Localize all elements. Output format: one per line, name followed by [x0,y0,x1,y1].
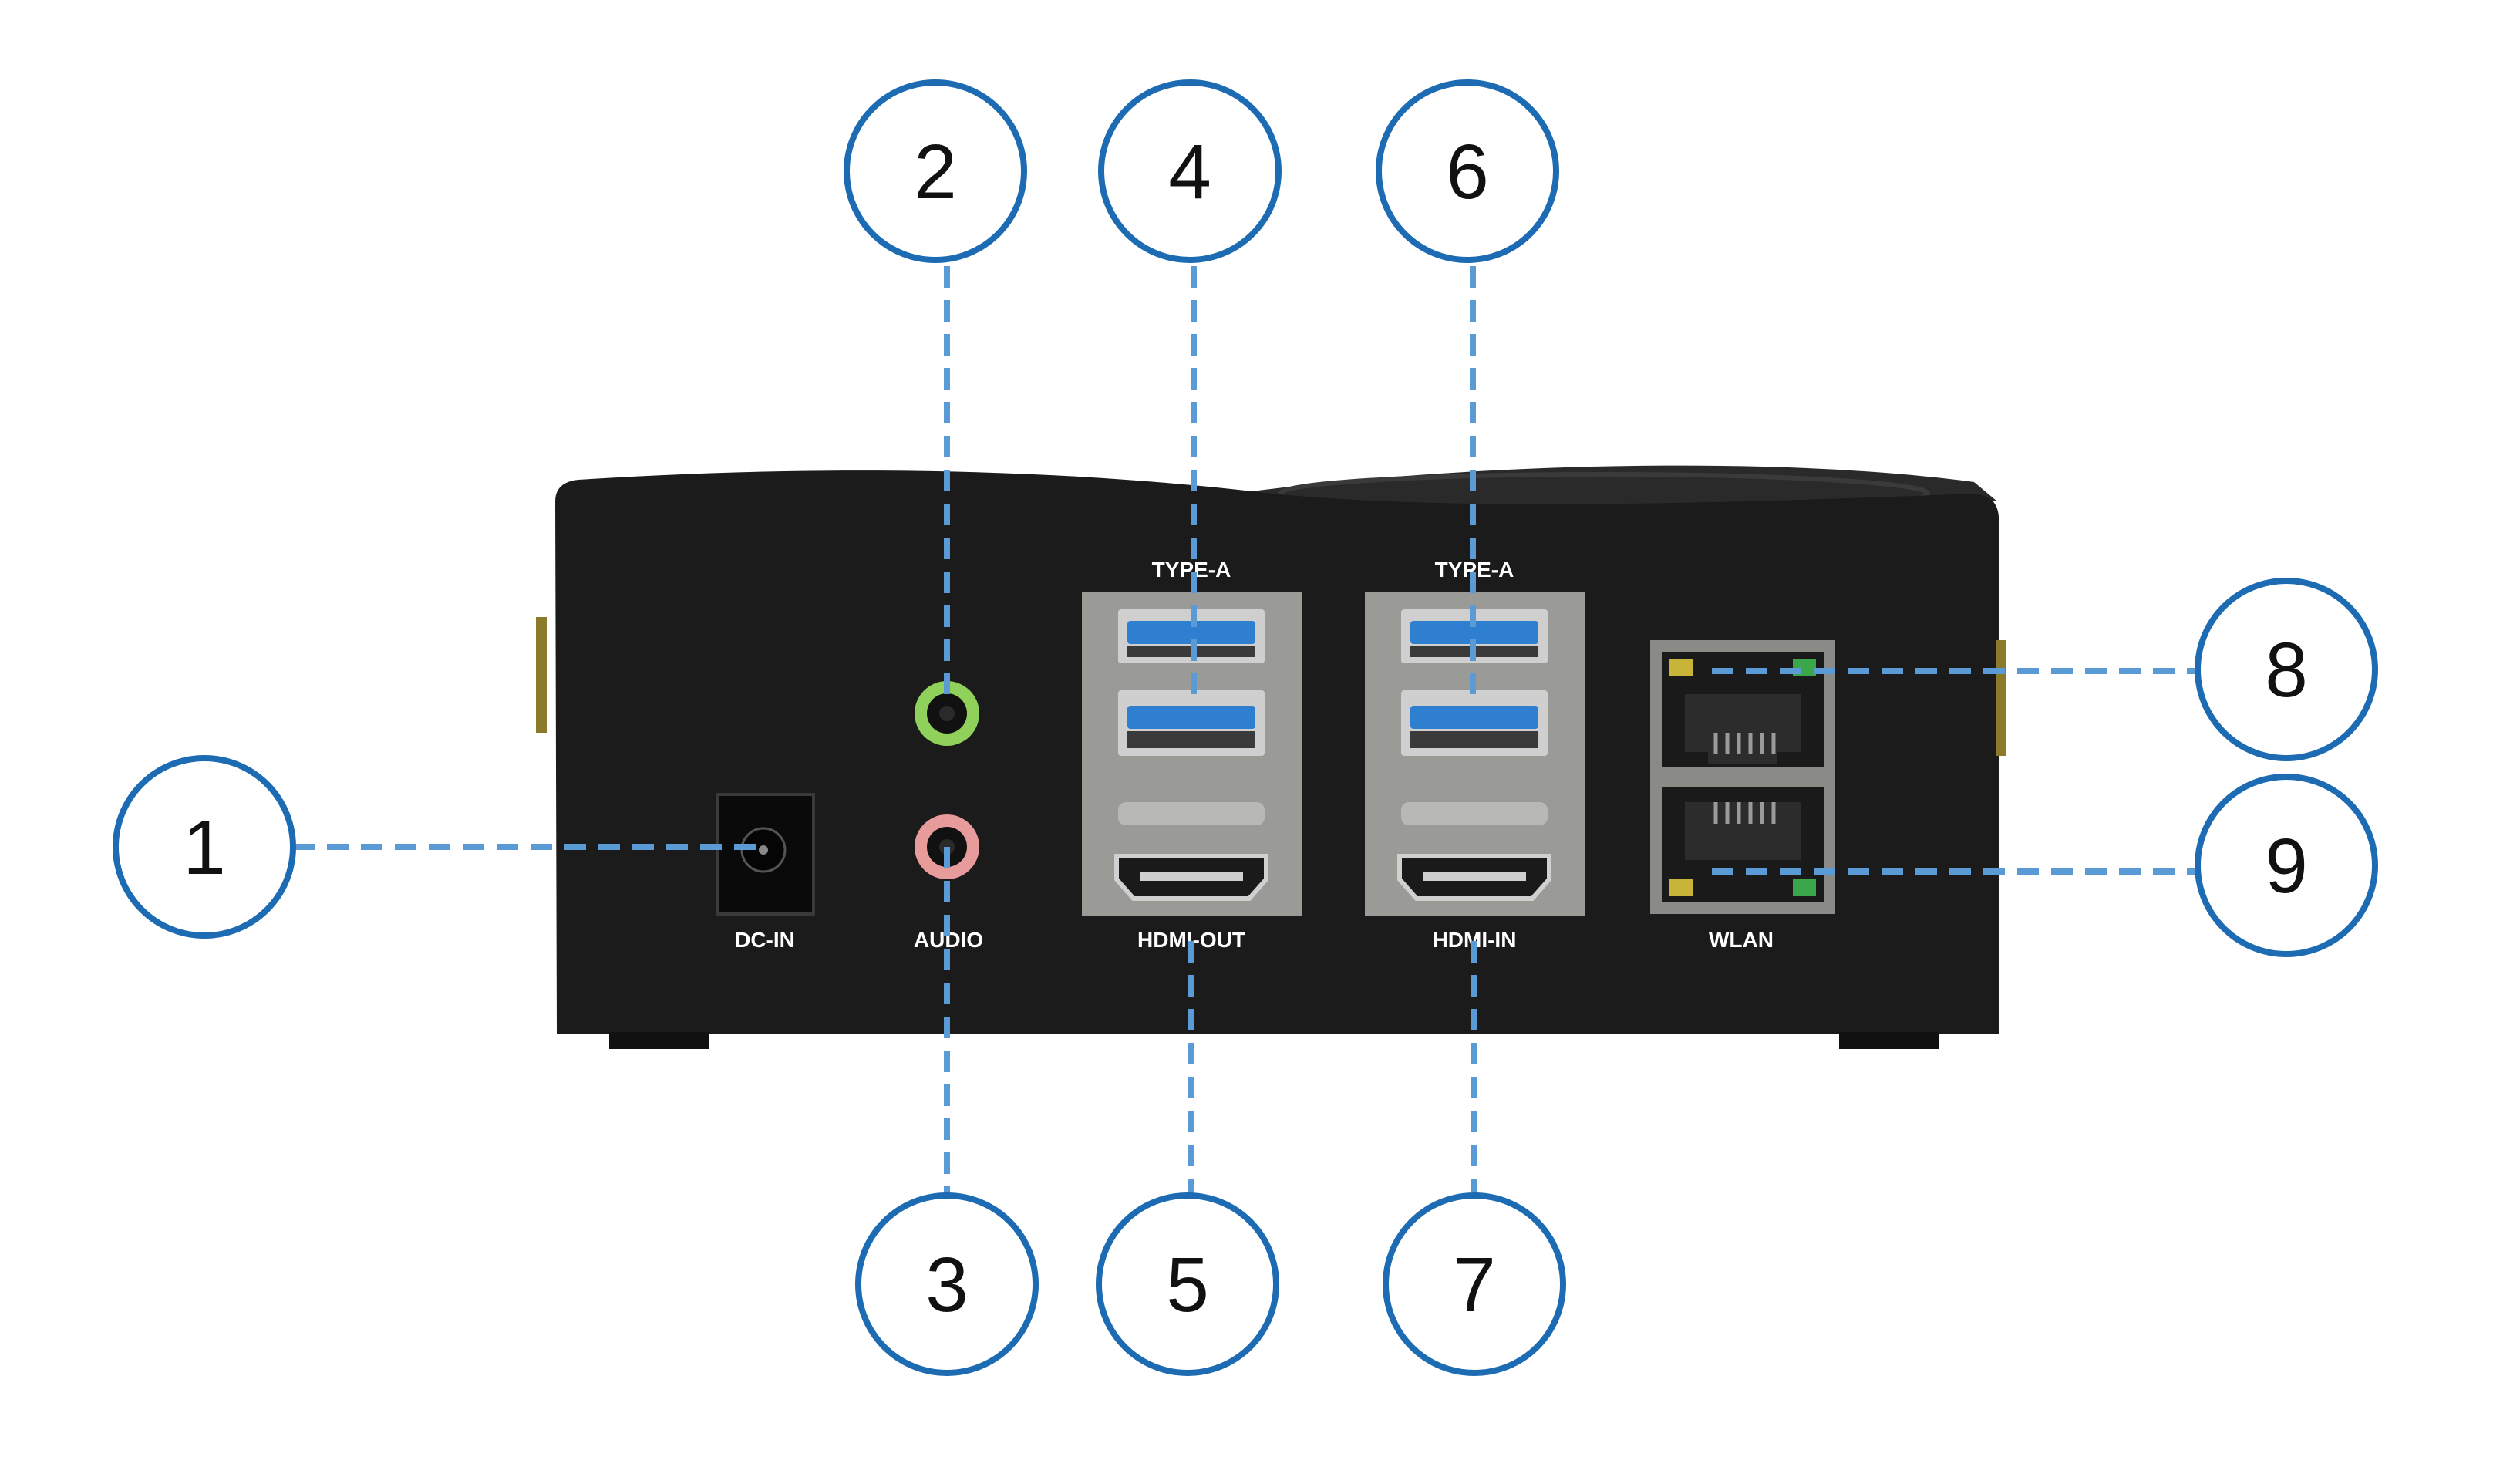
foot-right [1839,1032,1939,1049]
callout-8-number: 8 [2265,627,2308,713]
callout-5-number: 5 [1166,1242,1209,1328]
usb-port-icon [1410,706,1538,729]
callout-1: 1 [113,755,296,939]
dc-in-label: DC-IN [735,928,795,952]
right-edge-accent [1996,640,2006,756]
callout-6-number: 6 [1446,129,1489,215]
leader-lines [293,266,2205,1199]
usb-port-icon [1410,621,1538,644]
wlan-label: WLAN [1709,928,1774,952]
usb-port-icon [1127,621,1255,644]
callout-6: 6 [1376,79,1559,263]
rj45-ports: WLAN [1650,640,1835,952]
callout-2-number: 2 [914,129,957,215]
callout-1-number: 1 [183,804,226,891]
callout-5: 5 [1096,1192,1279,1376]
callout-3-number: 3 [925,1242,969,1328]
callout-4-number: 4 [1168,129,1211,215]
callout-2: 2 [844,79,1027,263]
dc-in-port: DC-IN [716,793,815,952]
callout-7-number: 7 [1453,1242,1496,1328]
callouts: 1 2 3 4 5 6 7 8 [113,79,2378,1376]
callout-9-number: 9 [2265,823,2308,909]
callout-8: 8 [2195,578,2378,761]
foot-left [609,1032,709,1049]
callout-9: 9 [2195,774,2378,957]
callout-3: 3 [855,1192,1039,1376]
left-edge-accent [536,617,547,733]
callout-4: 4 [1098,79,1282,263]
callout-7: 7 [1383,1192,1566,1376]
usb-port-icon [1127,706,1255,729]
